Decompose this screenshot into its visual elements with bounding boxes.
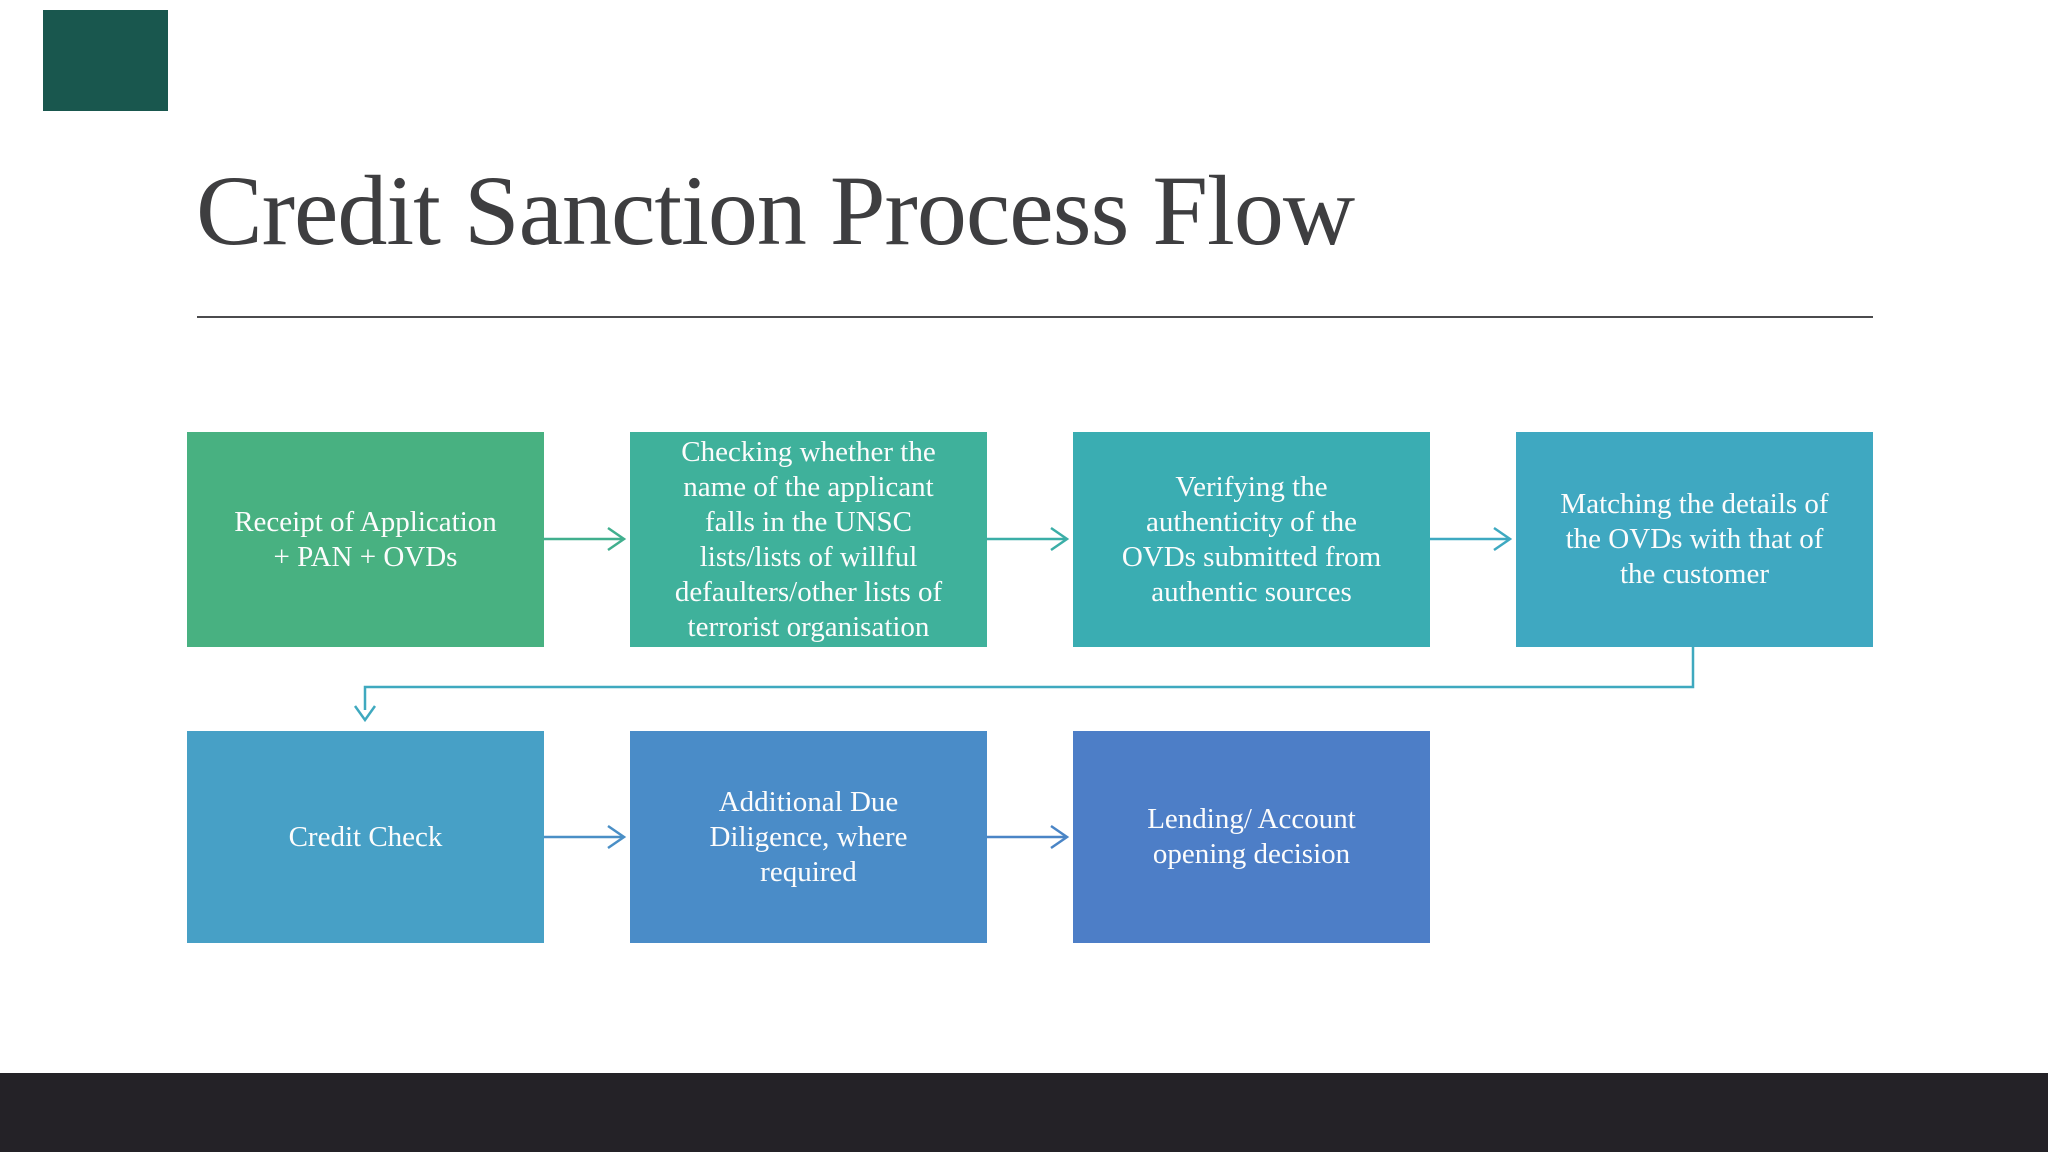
step-additional-due-diligence: Additional Due Diligence, where required [630, 731, 987, 943]
step-label: Credit Check [288, 820, 443, 853]
arrow-right-icon [987, 526, 1070, 552]
step-label: Receipt of Application + PAN + OVDs [234, 505, 497, 573]
step-receipt-application: Receipt of Application + PAN + OVDs [187, 432, 544, 647]
arrow-right-icon [544, 526, 627, 552]
step-ovd-verification: Verifying the authenticity of the OVDs s… [1073, 432, 1430, 647]
step-label: Lending/ Account opening decision [1147, 803, 1356, 870]
elbow-arrow-down-icon [353, 647, 1695, 723]
arrow-right-icon [987, 824, 1070, 850]
step-label: Checking whether the name of the applica… [674, 435, 943, 643]
step-label: Verifying the authenticity of the OVDs s… [1121, 470, 1382, 608]
step-ovd-matching: Matching the details of the OVDs with th… [1516, 432, 1873, 647]
footer-bar [0, 1073, 2048, 1152]
step-credit-check: Credit Check [187, 731, 544, 943]
step-lending-decision: Lending/ Account opening decision [1073, 731, 1430, 943]
title-underline [197, 316, 1873, 318]
step-unsc-screening: Checking whether the name of the applica… [630, 432, 987, 647]
corner-accent-bar [43, 10, 168, 111]
arrow-right-icon [544, 824, 627, 850]
arrow-right-icon [1430, 526, 1513, 552]
page-title: Credit Sanction Process Flow [196, 155, 1355, 266]
step-label: Matching the details of the OVDs with th… [1560, 488, 1829, 590]
step-label: Additional Due Diligence, where required [709, 785, 908, 888]
